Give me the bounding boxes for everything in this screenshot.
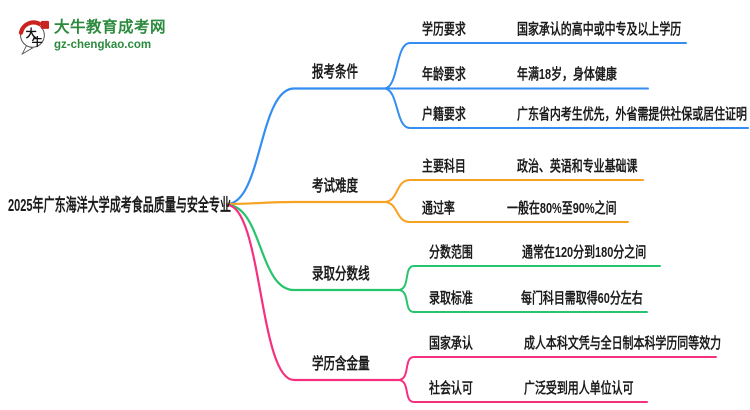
- root-topic-label: 2025年广东海洋大学成考食品质量与安全专业: [8, 195, 231, 215]
- value-admission-standard-text: 每门科目需取得60分左右: [521, 290, 643, 307]
- link-state-recognized: [397, 356, 717, 381]
- link-root-to-branch-enroll-conditions: [225, 87, 386, 206]
- node-age-requirement: 年龄要求: [422, 65, 482, 84]
- value-social-recognition: 广泛受到用人单位认可: [524, 379, 674, 398]
- value-admission-standard: 每门科目需取得60分左右: [521, 289, 688, 308]
- node-residence-requirement: 户籍要求: [422, 105, 482, 124]
- link-pass-rate: [383, 201, 629, 223]
- site-logo: 大 牛 大牛教育成考网 gz-chengkao.com: [18, 12, 208, 62]
- link-root-to-branch-degree-value: [225, 203, 400, 382]
- branch-admission-score-label: 录取分数线: [312, 266, 370, 283]
- branch-enroll-conditions: 报考条件: [312, 63, 376, 83]
- link-root-to-branch-admission-score: [225, 203, 400, 292]
- node-education-requirement: 学历要求: [422, 20, 482, 39]
- value-main-subjects: 政治、英语和专业基础课: [517, 157, 682, 176]
- logo-char-da: 大: [26, 26, 37, 40]
- value-age-requirement-text: 年满18岁，身体健康: [517, 66, 617, 83]
- branch-admission-score: 录取分数线: [312, 265, 392, 285]
- node-admission-standard-label: 录取标准: [429, 290, 473, 307]
- node-education-requirement-label: 学历要求: [422, 21, 466, 38]
- link-root-to-branch-exam-difficulty: [225, 200, 386, 206]
- node-state-recognized-label: 国家承认: [429, 335, 473, 352]
- value-education-requirement-text: 国家承认的高中或中专及以上学历: [517, 21, 682, 38]
- daniu-logo-icon: 大 牛: [18, 20, 50, 56]
- branch-exam-difficulty-label: 考试难度: [312, 178, 359, 195]
- value-main-subjects-text: 政治、英语和专业基础课: [517, 158, 638, 175]
- value-pass-rate: 一般在80%至90%之间: [507, 199, 657, 218]
- value-state-recognized-text: 成人本科文凭与全日制本科学历同等效力: [524, 335, 722, 352]
- node-state-recognized: 国家承认: [429, 334, 489, 353]
- value-social-recognition-text: 广泛受到用人单位认可: [524, 380, 634, 397]
- red-seal: [40, 20, 50, 29]
- node-social-recognition-label: 社会认可: [429, 380, 473, 397]
- node-pass-rate: 通过率: [422, 199, 467, 218]
- node-score-range-label: 分数范围: [429, 244, 473, 261]
- site-name: 大牛教育成考网: [54, 19, 167, 36]
- link-score-range: [397, 265, 661, 291]
- branch-exam-difficulty: 考试难度: [312, 177, 376, 197]
- value-score-range: 通常在120分到180分之间: [522, 243, 692, 262]
- root-topic: 2025年广东海洋大学成考食品质量与安全专业: [8, 195, 362, 215]
- value-pass-rate-text: 一般在80%至90%之间: [507, 200, 617, 217]
- link-social-recognition: [397, 379, 648, 403]
- node-residence-requirement-label: 户籍要求: [422, 106, 466, 123]
- link-education-requirement: [383, 42, 687, 90]
- link-main-subjects: [383, 179, 644, 203]
- node-admission-standard: 录取标准: [429, 289, 489, 308]
- branch-enroll-conditions-label: 报考条件: [312, 64, 359, 81]
- link-admission-standard: [397, 289, 648, 313]
- value-age-requirement: 年满18岁，身体健康: [517, 65, 654, 84]
- node-score-range: 分数范围: [429, 243, 489, 262]
- branch-degree-value-label: 学历含金量: [312, 356, 370, 373]
- node-main-subjects-label: 主要科目: [422, 158, 466, 175]
- node-pass-rate-label: 通过率: [422, 200, 455, 217]
- node-age-requirement-label: 年龄要求: [422, 66, 466, 83]
- value-score-range-text: 通常在120分到180分之间: [522, 244, 647, 261]
- value-residence-requirement-text: 广东省内考生优先，外省需提供社保或居住证明: [517, 106, 747, 123]
- value-education-requirement: 国家承认的高中或中专及以上学历: [517, 20, 742, 39]
- logo-char-niu: 牛: [32, 35, 43, 49]
- link-residence-requirement: [383, 87, 749, 129]
- node-main-subjects: 主要科目: [422, 157, 482, 176]
- value-state-recognized: 成人本科文凭与全日制本科学历同等效力: [524, 334, 750, 353]
- branch-degree-value: 学历含金量: [312, 355, 392, 375]
- site-url: gz-chengkao.com: [54, 39, 152, 51]
- value-residence-requirement: 广东省内考生优先，外省需提供社保或居住证明: [517, 105, 750, 124]
- node-social-recognition: 社会认可: [429, 379, 489, 398]
- red-beret-arc: [18, 20, 42, 35]
